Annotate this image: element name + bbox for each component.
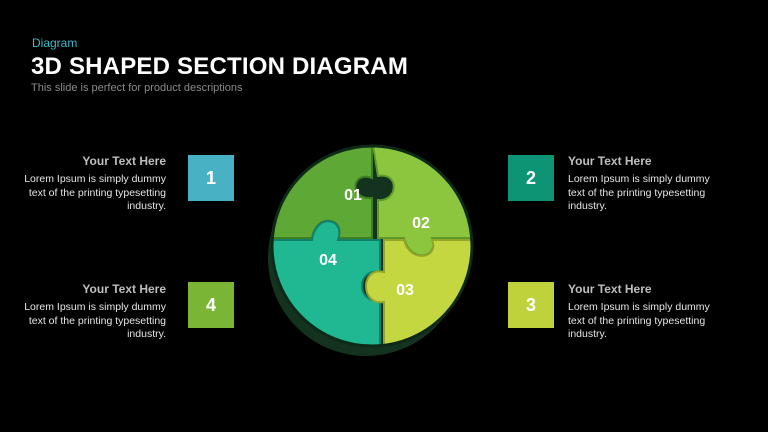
section-1-text: Your Text Here Lorem Ipsum is simply dum…: [16, 154, 166, 214]
puzzle-label-03: 03: [396, 282, 414, 299]
slide-title: 3D SHAPED SECTION DIAGRAM: [31, 53, 409, 80]
section-2-body: Lorem Ipsum is simply dummy text of the …: [568, 173, 710, 212]
section-4-heading: Your Text Here: [82, 282, 166, 296]
puzzle-label-04: 04: [319, 252, 337, 269]
section-2-heading: Your Text Here: [568, 154, 652, 168]
puzzle-piece-02: [370, 146, 472, 257]
section-4-text: Your Text Here Lorem Ipsum is simply dum…: [16, 282, 166, 342]
section-1-body: Lorem Ipsum is simply dummy text of the …: [24, 173, 166, 212]
puzzle-label-02: 02: [412, 215, 430, 232]
section-number-1: 1: [188, 155, 234, 201]
section-number-2: 2: [508, 155, 554, 201]
section-2-text: Your Text Here Lorem Ipsum is simply dum…: [568, 154, 718, 214]
section-number-3: 3: [508, 282, 554, 328]
section-4-body: Lorem Ipsum is simply dummy text of the …: [24, 301, 166, 340]
section-1-heading: Your Text Here: [82, 154, 166, 168]
puzzle-label-01: 01: [344, 187, 362, 204]
section-number-4: 4: [188, 282, 234, 328]
section-3-heading: Your Text Here: [568, 282, 652, 296]
section-3-text: Your Text Here Lorem Ipsum is simply dum…: [568, 282, 718, 342]
slide-subtitle: This slide is perfect for product descri…: [31, 82, 243, 94]
category-label: Diagram: [32, 36, 78, 50]
puzzle-rim: [270, 144, 474, 348]
section-3-body: Lorem Ipsum is simply dummy text of the …: [568, 301, 710, 340]
